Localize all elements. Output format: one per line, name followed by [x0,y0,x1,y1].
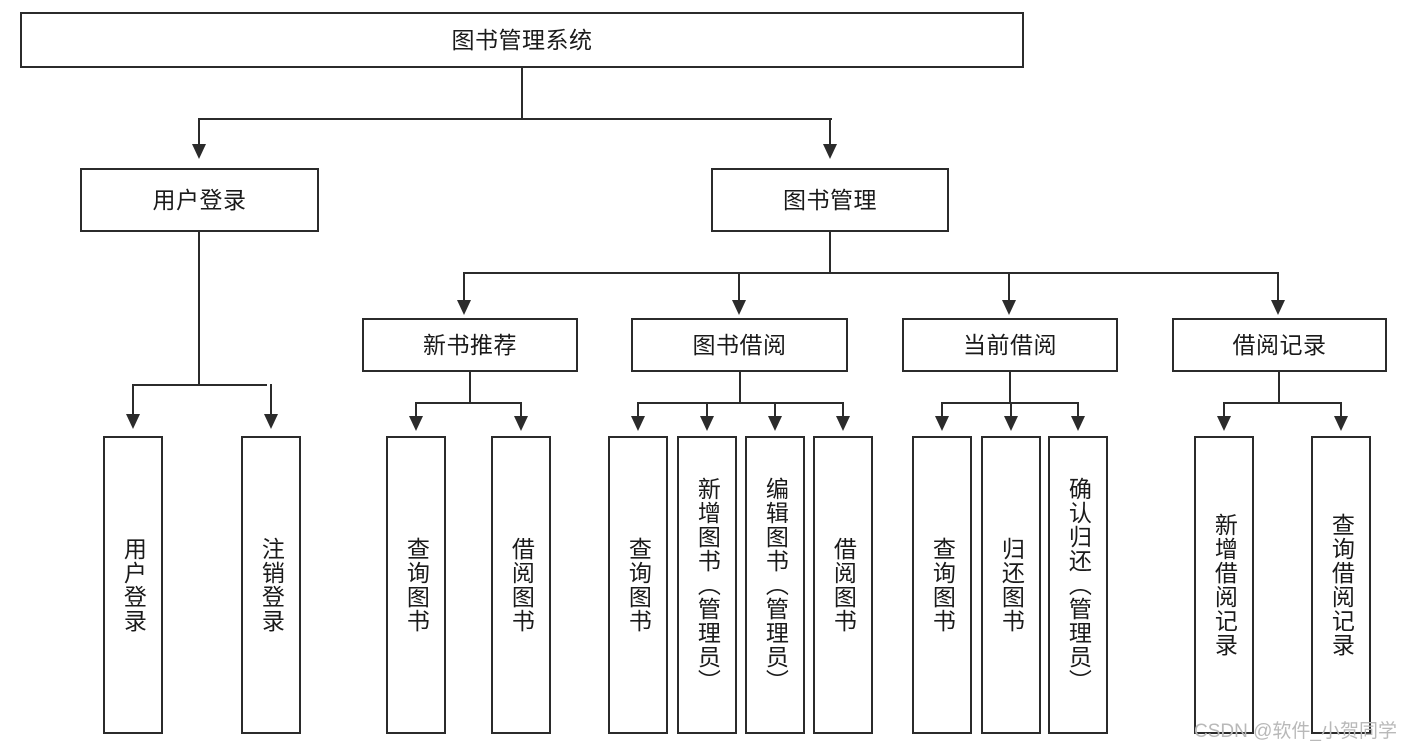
edge-user-login-drop-2 [270,384,273,416]
edge-user-login-drop-1 [132,384,135,416]
arrow-new-book-1 [409,416,423,431]
edge-new-book-drop-1 [415,402,418,418]
edge-borrow-record-drop-2 [1340,402,1343,418]
node-label: 图书借阅 [692,331,787,358]
edge-user-login-trunk [198,232,201,386]
node-current-borrow[interactable]: 当前借阅 [902,318,1118,372]
node-root-system[interactable]: 图书管理系统 [20,12,1024,68]
leaf-new-book-query[interactable]: 查询图书 [386,436,446,734]
node-label: 查询图书 [929,537,956,633]
edge-level2-bus [198,118,832,121]
node-label: 新增借阅记录 [1211,513,1238,657]
node-label: 新增图书（管理员） [694,477,721,693]
node-user-login[interactable]: 用户登录 [80,168,319,232]
arrow-new-book-2 [514,416,528,431]
arrow-book-borrow-1 [631,416,645,431]
leaf-book-borrow-query[interactable]: 查询图书 [608,436,668,734]
node-label: 确认归还（管理员） [1065,477,1092,693]
edge-new-book-trunk [469,372,472,404]
leaf-book-borrow-edit[interactable]: 编辑图书（管理员） [745,436,805,734]
edge-book-borrow-drop-3 [774,402,777,418]
edge-current-borrow-drop-2 [1010,402,1013,418]
edge-to-borrow-record [1277,272,1280,302]
node-book-borrow[interactable]: 图书借阅 [631,318,848,372]
arrow-book-borrow-4 [836,416,850,431]
node-label: 编辑图书（管理员） [762,477,789,693]
edge-user-login-bus [132,384,267,387]
arrow-borrow-record-2 [1334,416,1348,431]
arrow-current-borrow-3 [1071,416,1085,431]
arrow-to-borrow-record [1271,300,1285,315]
leaf-user-login-login[interactable]: 用户登录 [103,436,163,734]
arrow-current-borrow-2 [1004,416,1018,431]
node-label: 新书推荐 [423,331,517,358]
watermark-text: CSDN @软件_小贺同学 [1194,721,1397,742]
edge-root-trunk [521,68,524,120]
arrow-user-login-1 [126,414,140,429]
edge-to-user-login [198,118,201,146]
arrow-borrow-record-1 [1217,416,1231,431]
edge-new-book-drop-2 [520,402,523,418]
leaf-borrow-record-query[interactable]: 查询借阅记录 [1311,436,1371,734]
node-label: 借阅记录 [1232,331,1327,358]
edge-borrow-record-trunk [1278,372,1281,404]
arrow-to-book-borrow [732,300,746,315]
edge-to-book-borrow [738,272,741,302]
edge-current-borrow-drop-1 [941,402,944,418]
node-label: 图书管理系统 [451,26,593,53]
arrow-book-borrow-3 [768,416,782,431]
node-label: 借阅图书 [508,537,535,633]
node-book-management[interactable]: 图书管理 [711,168,949,232]
node-label: 查询图书 [625,537,652,633]
edge-book-borrow-drop-2 [706,402,709,418]
arrow-to-current-borrow [1002,300,1016,315]
edge-current-borrow-drop-3 [1077,402,1080,418]
edge-to-new-book [463,272,466,302]
leaf-new-book-borrow[interactable]: 借阅图书 [491,436,551,734]
leaf-book-borrow-borrow[interactable]: 借阅图书 [813,436,873,734]
arrow-to-book-manage [823,144,837,159]
node-label: 用户登录 [120,537,147,633]
node-label: 借阅图书 [830,537,857,633]
edge-book-borrow-drop-1 [637,402,640,418]
arrow-to-new-book [457,300,471,315]
node-label: 图书管理 [783,186,877,213]
leaf-current-borrow-query[interactable]: 查询图书 [912,436,972,734]
leaf-book-borrow-add[interactable]: 新增图书（管理员） [677,436,737,734]
edge-borrow-record-bus [1223,402,1342,405]
node-label: 查询借阅记录 [1328,513,1355,657]
node-label: 归还图书 [998,537,1025,633]
edge-to-book-manage [829,118,832,146]
node-label: 查询图书 [403,537,430,633]
leaf-borrow-record-add[interactable]: 新增借阅记录 [1194,436,1254,734]
edge-current-borrow-trunk [1009,372,1012,404]
node-new-book-recommend[interactable]: 新书推荐 [362,318,578,372]
leaf-current-borrow-return[interactable]: 归还图书 [981,436,1041,734]
edge-book-manage-trunk [829,232,832,274]
arrow-current-borrow-1 [935,416,949,431]
edge-borrow-record-drop-1 [1223,402,1226,418]
arrow-user-login-2 [264,414,278,429]
edge-new-book-bus [415,402,522,405]
leaf-user-login-logout[interactable]: 注销登录 [241,436,301,734]
edge-book-borrow-trunk [739,372,742,404]
edge-level3-bus [463,272,1279,275]
node-label: 用户登录 [152,186,247,213]
node-label: 当前借阅 [963,331,1057,358]
arrow-to-user-login [192,144,206,159]
node-label: 注销登录 [258,537,285,633]
edge-to-current-borrow [1008,272,1011,302]
node-borrow-record[interactable]: 借阅记录 [1172,318,1387,372]
edge-book-borrow-drop-4 [842,402,845,418]
leaf-current-borrow-confirm[interactable]: 确认归还（管理员） [1048,436,1108,734]
arrow-book-borrow-2 [700,416,714,431]
edge-book-borrow-bus [637,402,844,405]
